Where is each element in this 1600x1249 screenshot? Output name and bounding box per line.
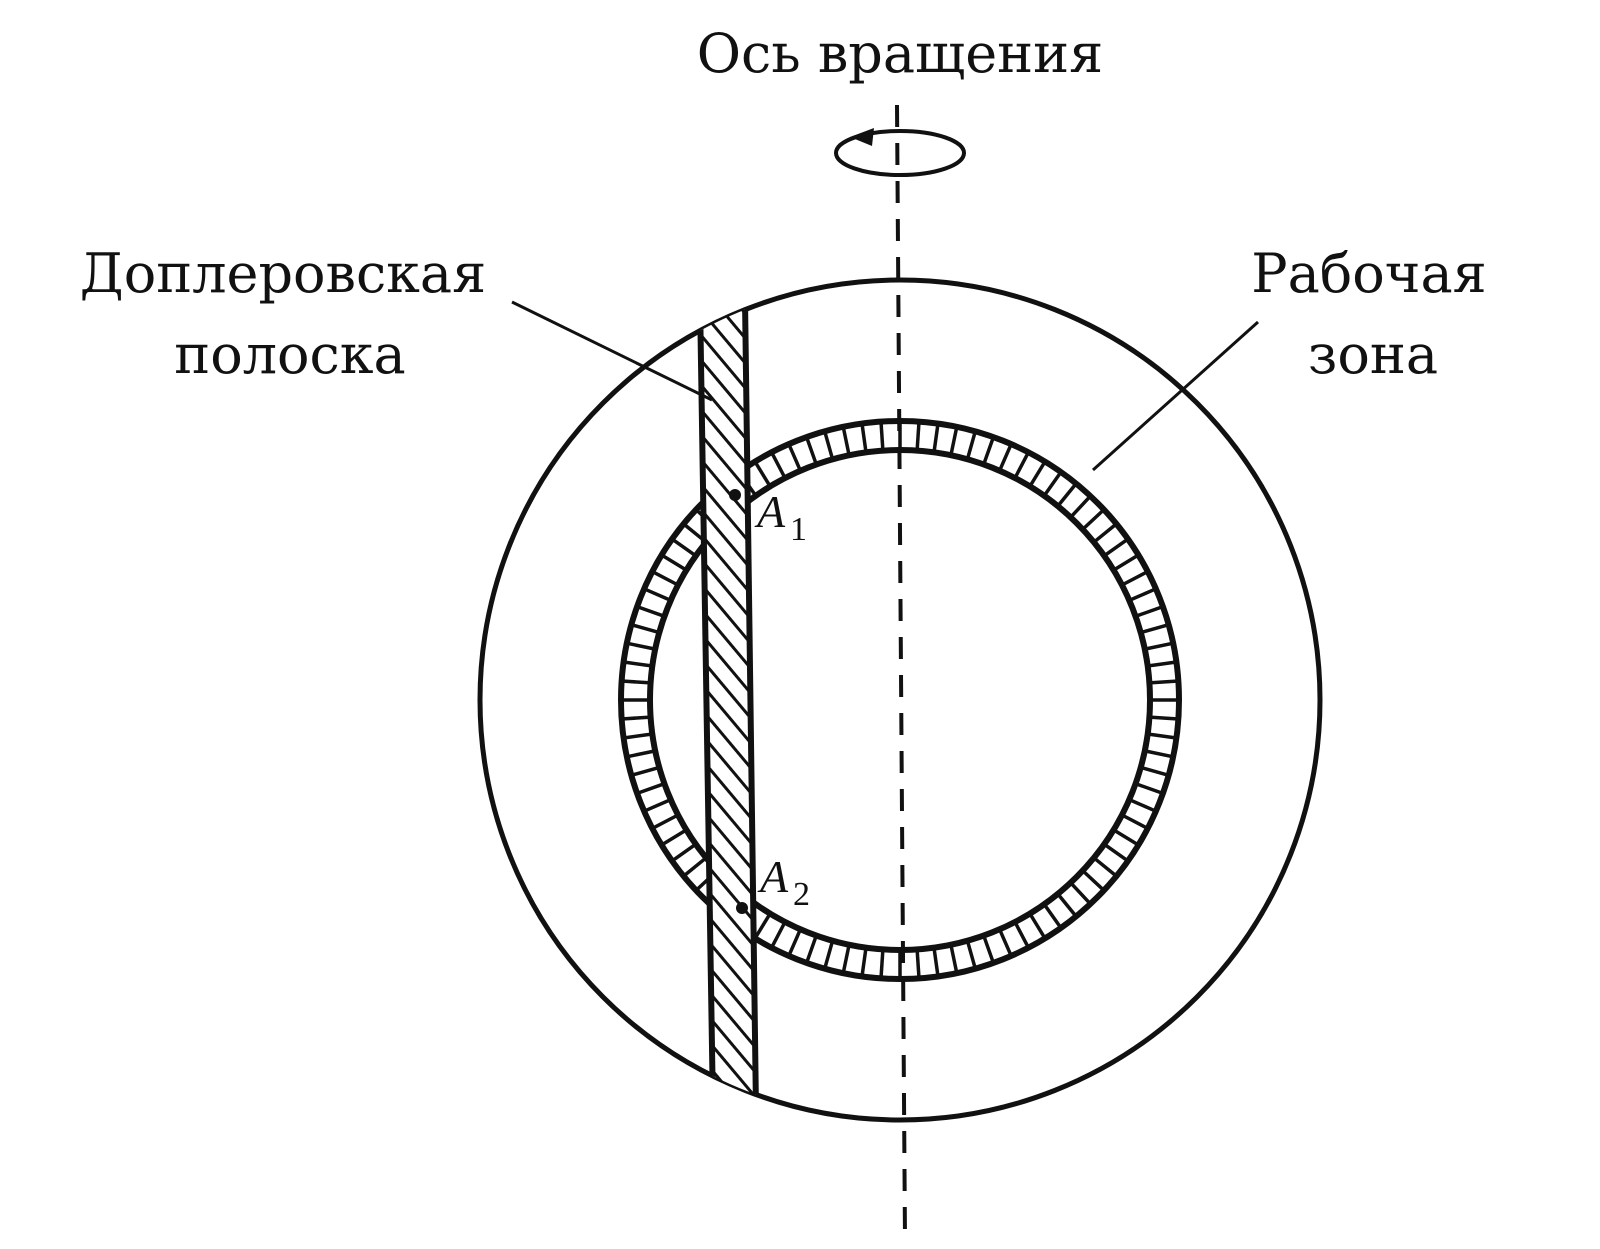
ring-tick [841, 944, 851, 974]
working-zone-label-line2: зона [1308, 323, 1438, 386]
ring-tick [1144, 641, 1174, 651]
ring-tick [997, 928, 1013, 957]
ring-tick [1103, 537, 1129, 558]
zone-leader-line [1091, 320, 1260, 472]
ring-tick [841, 426, 851, 456]
point-a1-letter: A [754, 486, 786, 537]
working-zone-label-line1: Рабочая [1251, 242, 1487, 305]
rotation-axis-label: Ось вращения [697, 22, 1103, 85]
ring-tick [626, 641, 656, 651]
ring-tick [643, 797, 672, 813]
ring-tick [1112, 553, 1140, 572]
ring-tick [671, 842, 697, 863]
ring-tick [1128, 587, 1157, 603]
ring-tick [823, 430, 835, 460]
ring-tick [753, 912, 772, 940]
ring-tick [623, 660, 653, 668]
point-a2-marker [736, 902, 748, 914]
ring-tick [660, 553, 688, 572]
ring-tick [1103, 842, 1129, 863]
ring-tick [643, 587, 672, 603]
ring-tick [1056, 892, 1078, 918]
ring-tick [932, 423, 940, 453]
ring-tick [1140, 765, 1170, 777]
ring-tick [1013, 921, 1030, 949]
ring-tick [860, 423, 868, 453]
ring-tick [1013, 451, 1030, 479]
ring-tick [660, 828, 688, 847]
ring-tick [1069, 881, 1092, 906]
point-a2-label: A 2 [757, 851, 810, 913]
ring-tick [804, 436, 818, 465]
ring-tick [915, 421, 921, 451]
ring-tick [1121, 570, 1149, 587]
ring-tick [623, 732, 653, 740]
ring-tick [915, 949, 921, 979]
ring-tick [879, 421, 885, 451]
doppler-strip-label-line1: Доплеровская [80, 242, 486, 305]
ring-tick [1135, 782, 1164, 796]
doppler-strip-label-line2: полоска [174, 323, 406, 386]
ring-tick [997, 443, 1013, 472]
ring-tick [1056, 482, 1078, 508]
ring-tick [636, 604, 665, 618]
ring-tick [1140, 623, 1170, 635]
ring-tick [770, 921, 787, 949]
ring-tick [982, 935, 996, 964]
ring-tick [949, 944, 959, 974]
rotation-axis [895, 104, 907, 1241]
point-a2-subscript: 2 [793, 876, 810, 913]
ring-tick [1112, 828, 1140, 847]
ring-tick [823, 940, 835, 970]
ring-tick [932, 947, 940, 977]
point-a2-letter: A [757, 851, 789, 902]
ring-tick [630, 765, 660, 777]
ring-tick [787, 928, 803, 957]
ring-tick [1128, 797, 1157, 813]
ring-tick [636, 782, 665, 796]
ring-tick [651, 570, 679, 587]
point-a1-marker [729, 489, 741, 501]
ring-tick [1028, 912, 1047, 940]
point-a1-label: A 1 [754, 486, 807, 548]
ring-tick [804, 935, 818, 964]
ring-tick [949, 426, 959, 456]
ring-tick [1147, 660, 1177, 668]
ring-tick [651, 813, 679, 830]
ring-tick [860, 947, 868, 977]
ring-tick [1147, 732, 1177, 740]
outer-disk [477, 277, 1323, 1123]
ring-tick [982, 436, 996, 465]
ring-tick [626, 749, 656, 759]
ring-tick [671, 537, 697, 558]
ring-tick [1069, 494, 1092, 519]
ring-tick [621, 715, 651, 721]
ring-tick [1092, 856, 1118, 878]
ring-tick [1081, 508, 1106, 531]
ring-tick [1092, 522, 1118, 544]
doppler-leader-line [511, 300, 713, 402]
doppler-strip [696, 297, 760, 1113]
ring-tick [1149, 715, 1179, 721]
ring-tick [1149, 679, 1179, 685]
ring-tick [1081, 869, 1106, 892]
ring-tick [753, 460, 772, 488]
ring-tick [1135, 604, 1164, 618]
ring-tick [621, 679, 651, 685]
ring-tick [770, 451, 787, 479]
ring-tick [1042, 471, 1063, 497]
ring-tick [1121, 813, 1149, 830]
ring-tick [1144, 749, 1174, 759]
ring-tick [965, 940, 977, 970]
ring-tick [965, 430, 977, 460]
ring-tick [787, 443, 803, 472]
ring-tick [879, 949, 885, 979]
ring-tick [682, 856, 708, 878]
ring-tick [1028, 460, 1047, 488]
point-a1-subscript: 1 [790, 511, 807, 548]
ring-tick [1042, 903, 1063, 929]
rotation-arrow-icon [834, 128, 966, 177]
ring-tick [630, 623, 660, 635]
